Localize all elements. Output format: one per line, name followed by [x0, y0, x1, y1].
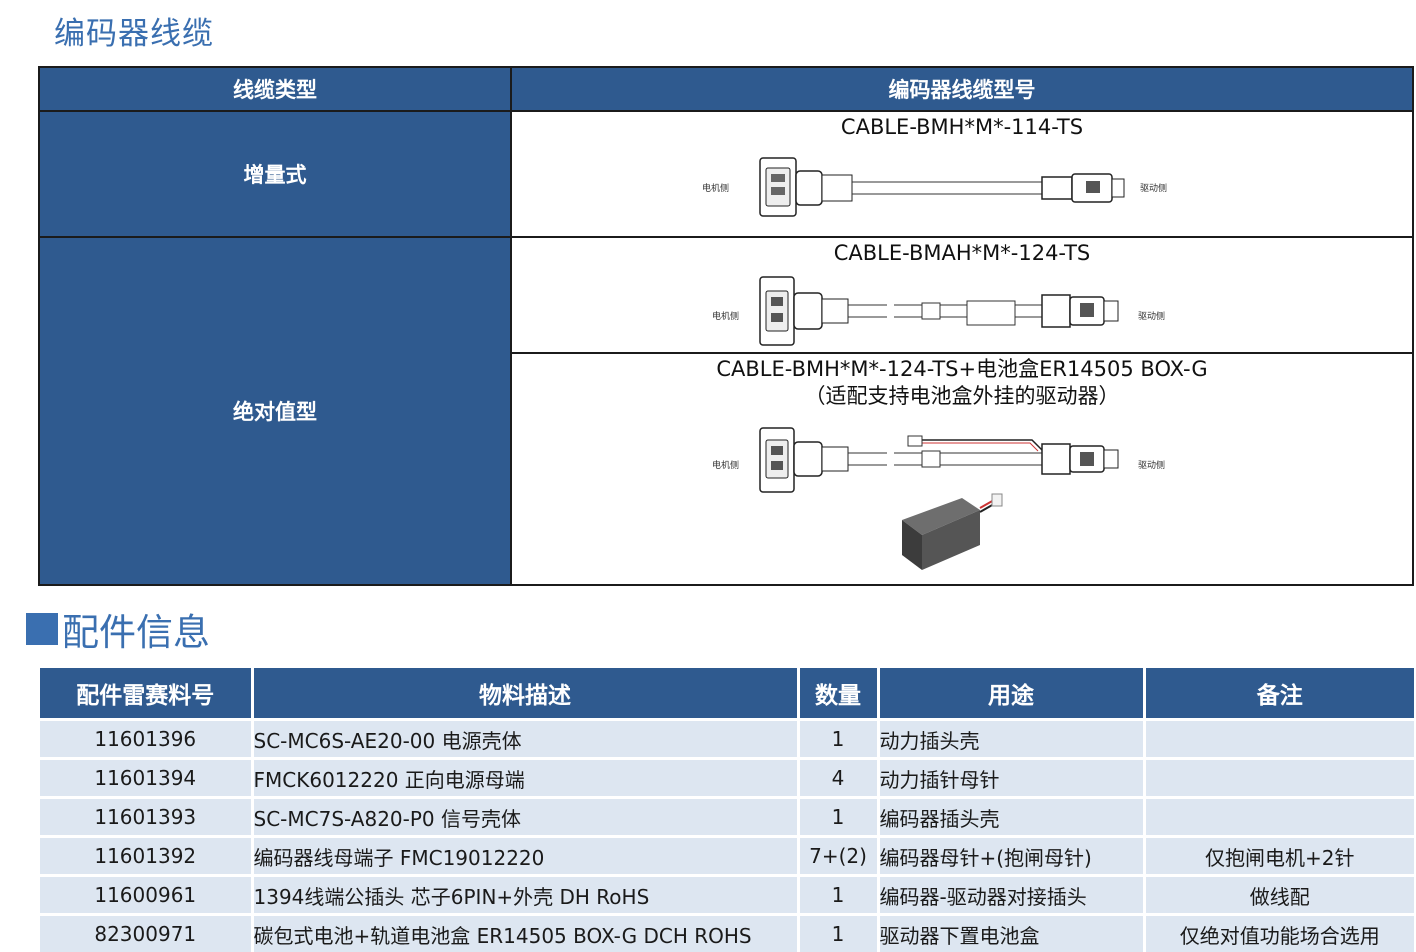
motor-side-label: 电机侧 — [702, 182, 729, 194]
cable-diagram: 电机侧 — [712, 267, 1212, 351]
header-cable-model: 编码器线缆型号 — [511, 67, 1413, 111]
drive-connector-icon — [1042, 174, 1124, 202]
usage: 编码器母针+(抱闸母针) — [878, 837, 1144, 876]
header-part-number: 配件雷赛料号 — [40, 668, 252, 720]
section-title-encoder-cable: 编码器线缆 — [54, 8, 214, 53]
cable-diagram: 电机侧 驱动侧 — [702, 141, 1222, 236]
part-number: 11601394 — [40, 759, 252, 798]
cable-diagram: 电机侧 — [712, 410, 1212, 580]
table-row: 11601393 SC-MC7S-A820-P0 信号壳体 1 编码器插头壳 — [40, 798, 1414, 837]
table-row: 11601394 FMCK6012220 正向电源母端 4 动力插针母针 — [40, 759, 1414, 798]
motor-connector-icon — [760, 158, 852, 216]
table-row: 11600961 1394线端公插头 芯子6PIN+外壳 DH RoHS 1 编… — [40, 876, 1414, 915]
remark: 做线配 — [1144, 876, 1414, 915]
square-bullet-icon — [26, 613, 58, 645]
table-row: 82300971 碳包式电池+轨道电池盒 ER14505 BOX-G DCH R… — [40, 915, 1414, 952]
model-note: （适配支持电池盒外挂的驱动器） — [512, 383, 1412, 410]
motor-connector-icon — [760, 428, 848, 492]
model-name: CABLE-BMH*M*-114-TS — [512, 114, 1412, 141]
quantity: 1 — [798, 720, 878, 759]
quantity: 1 — [798, 876, 878, 915]
drive-side-label: 驱动侧 — [1140, 182, 1167, 194]
table-row: 11601392 编码器线母端子 FMC19012220 7+(2) 编码器母针… — [40, 837, 1414, 876]
description: FMCK6012220 正向电源母端 — [252, 759, 798, 798]
header-description: 物料描述 — [252, 668, 798, 720]
quantity: 4 — [798, 759, 878, 798]
part-number: 11600961 — [40, 876, 252, 915]
usage: 动力插头壳 — [878, 720, 1144, 759]
type-incremental: 增量式 — [39, 111, 511, 237]
motor-side-label: 电机侧 — [712, 310, 739, 322]
accessories-title-text: 配件信息 — [62, 602, 210, 656]
remark — [1144, 798, 1414, 837]
header-cable-type: 线缆类型 — [39, 67, 511, 111]
header-usage: 用途 — [878, 668, 1144, 720]
model-name: CABLE-BMH*M*-124-TS+电池盒ER14505 BOX-G — [512, 356, 1412, 383]
model-cell-absolute-battery: CABLE-BMH*M*-124-TS+电池盒ER14505 BOX-G （适配… — [511, 353, 1413, 585]
description: 碳包式电池+轨道电池盒 ER14505 BOX-G DCH ROHS — [252, 915, 798, 952]
part-number: 11601396 — [40, 720, 252, 759]
part-number: 82300971 — [40, 915, 252, 952]
header-remark: 备注 — [1144, 668, 1414, 720]
quantity: 7+(2) — [798, 837, 878, 876]
model-cell-incremental: CABLE-BMH*M*-114-TS 电机侧 — [511, 111, 1413, 237]
description: SC-MC7S-A820-P0 信号壳体 — [252, 798, 798, 837]
quantity: 1 — [798, 915, 878, 952]
quantity: 1 — [798, 798, 878, 837]
motor-side-label: 电机侧 — [712, 459, 739, 471]
remark: 仅绝对值功能场合选用 — [1144, 915, 1414, 952]
battery-box-icon — [902, 494, 1002, 570]
remark — [1144, 720, 1414, 759]
type-absolute: 绝对值型 — [39, 237, 511, 585]
encoder-cable-table: 线缆类型 编码器线缆型号 增量式 CABLE-BMH*M*-114-TS 电机侧 — [38, 66, 1414, 586]
accessories-table: 配件雷赛料号 物料描述 数量 用途 备注 11601396 SC-MC6S-AE… — [40, 668, 1414, 952]
remark — [1144, 759, 1414, 798]
usage: 编码器插头壳 — [878, 798, 1144, 837]
part-number: 11601392 — [40, 837, 252, 876]
usage: 编码器-驱动器对接插头 — [878, 876, 1144, 915]
drive-connector-icon — [1042, 444, 1118, 474]
table-row: 11601396 SC-MC6S-AE20-00 电源壳体 1 动力插头壳 — [40, 720, 1414, 759]
header-quantity: 数量 — [798, 668, 878, 720]
drive-side-label: 驱动侧 — [1138, 459, 1165, 471]
remark: 仅抱闸电机+2针 — [1144, 837, 1414, 876]
motor-connector-icon — [760, 277, 848, 345]
description: 1394线端公插头 芯子6PIN+外壳 DH RoHS — [252, 876, 798, 915]
part-number: 11601393 — [40, 798, 252, 837]
section-title-accessories: 配件信息 — [26, 602, 210, 656]
description: SC-MC6S-AE20-00 电源壳体 — [252, 720, 798, 759]
usage: 动力插针母针 — [878, 759, 1144, 798]
model-cell-absolute: CABLE-BMAH*M*-124-TS 电机侧 — [511, 237, 1413, 353]
model-name: CABLE-BMAH*M*-124-TS — [512, 240, 1412, 267]
drive-side-label: 驱动侧 — [1138, 310, 1165, 322]
drive-connector-icon — [1042, 295, 1118, 327]
description: 编码器线母端子 FMC19012220 — [252, 837, 798, 876]
usage: 驱动器下置电池盒 — [878, 915, 1144, 952]
